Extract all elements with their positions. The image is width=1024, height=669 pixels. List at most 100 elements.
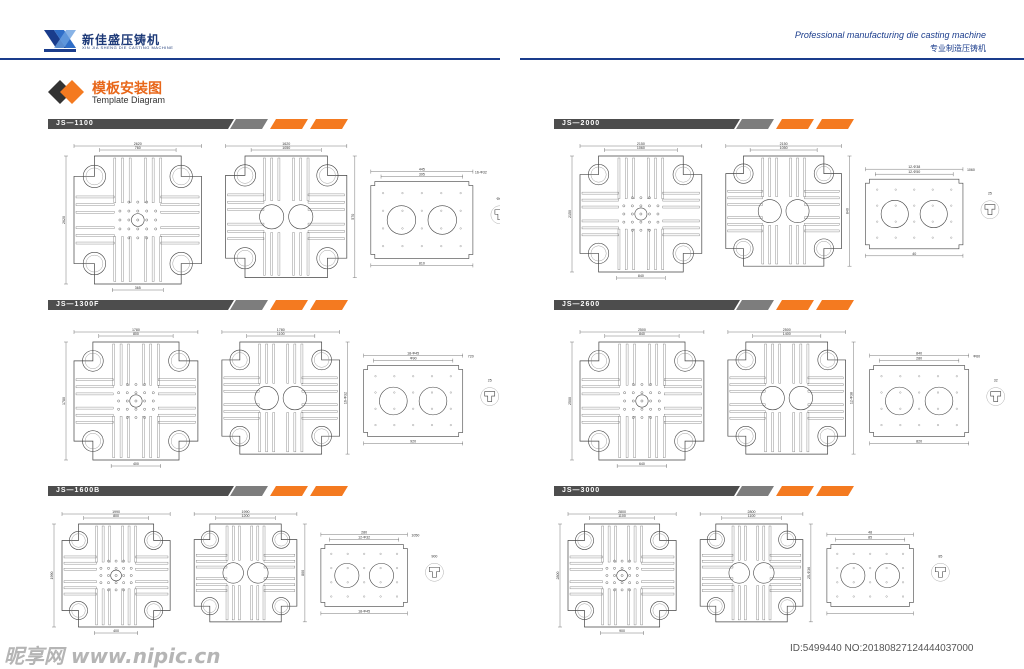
t-slot	[648, 416, 651, 458]
ejector-hole	[143, 407, 146, 411]
ejector-hole	[640, 391, 644, 395]
ejector-hole	[114, 559, 118, 563]
ejector-hole	[648, 228, 651, 232]
ejector-plate	[865, 178, 964, 250]
ejector-hole	[760, 385, 785, 411]
tie-bar-hole	[200, 530, 219, 549]
technical-drawing-svg: 2150106021508402150105084012-Φ3812-Φ5040…	[568, 142, 1000, 280]
ejector-hole	[620, 559, 624, 563]
tie-bar-hole	[813, 238, 834, 259]
t-slot	[158, 378, 196, 381]
t-slot	[301, 383, 338, 386]
tie-bar-hole	[168, 430, 190, 452]
hole-spec-label: Φ60	[973, 355, 980, 359]
t-slot	[663, 343, 666, 386]
t-slot	[301, 376, 338, 380]
ejector-hole	[639, 196, 643, 200]
tie-bar-hole	[588, 242, 610, 264]
hole-spec-label: 1050	[411, 534, 419, 538]
page-header: 新佳盛压铸机 XIN JIA SHENG DIE CASTING MACHINE…	[0, 0, 1024, 60]
ejector-hole	[134, 416, 138, 419]
ejector-hole	[114, 588, 118, 592]
t-slot	[581, 233, 619, 237]
t-slot	[775, 157, 778, 197]
t-slot	[647, 228, 650, 270]
tie-bar-hole	[813, 163, 834, 184]
t-slot	[223, 403, 260, 406]
hole-spec-label: 16-Φ32	[475, 171, 487, 175]
t-slot	[581, 413, 620, 417]
ejector-hole	[117, 391, 120, 395]
fixed-platen	[699, 523, 804, 623]
watermark-right: ID:5499440 NO:20180827124444037000	[790, 643, 974, 654]
tie-bar-hole	[316, 164, 339, 187]
model-label: JS—2000	[562, 120, 601, 127]
hole-spec-label: 1060	[967, 168, 975, 172]
t-slot	[804, 196, 840, 200]
tie-bar-hole	[82, 430, 104, 452]
dimension-label: 12-Φ38	[850, 392, 854, 404]
dimension-label: 25	[988, 192, 992, 196]
t-slot	[75, 392, 114, 396]
tie-bar-hole	[82, 252, 106, 276]
ejector-hole	[785, 199, 810, 223]
ejector-hole	[107, 574, 110, 577]
t-slot	[300, 343, 304, 384]
t-slot	[804, 223, 840, 226]
t-slot	[307, 237, 345, 240]
t-slot	[263, 565, 296, 569]
t-slot	[158, 413, 196, 417]
page-title-cn: 模板安装图	[92, 81, 162, 97]
t-slot	[792, 343, 795, 384]
ejector-hole	[657, 407, 661, 411]
t-slot	[113, 157, 117, 203]
ejector-hole	[620, 566, 624, 570]
t-slot	[633, 525, 637, 563]
t-slot	[627, 588, 630, 626]
t-slot	[641, 568, 675, 571]
t-slot	[618, 416, 621, 458]
t-slot	[769, 589, 802, 592]
dimension-label: 2620	[62, 216, 66, 224]
t-slot	[804, 216, 840, 219]
ejector-hole	[622, 212, 626, 216]
t-slot	[625, 157, 628, 199]
ejector-hole	[657, 391, 661, 395]
dimension-label: 1990	[242, 510, 250, 514]
ejector-hole	[136, 200, 140, 204]
dimension-label: Φ60	[496, 197, 500, 201]
t-slot	[662, 219, 700, 223]
t-slot	[272, 343, 275, 384]
dimension-label: 640	[639, 462, 645, 466]
ejector-hole	[247, 562, 269, 584]
t-slot	[761, 157, 765, 197]
ejector-hole	[99, 581, 103, 585]
dimension-label: 800	[301, 570, 305, 576]
t-slot	[617, 228, 621, 270]
section-header-js2600: JS—2600	[554, 300, 854, 310]
ejector-hole	[118, 227, 122, 231]
dimension-label: 900	[619, 629, 625, 633]
nozzle-hole	[616, 569, 628, 582]
moving-platen	[567, 523, 677, 628]
t-slot	[112, 343, 115, 386]
ejector-hole	[656, 220, 660, 224]
ejector-hole	[631, 399, 635, 403]
ejector-hole	[623, 407, 626, 411]
dimension-label: 820	[916, 439, 922, 443]
tie-bar-hole	[168, 350, 190, 372]
tie-bar-hole	[735, 349, 757, 371]
dimension-label: 1100	[618, 514, 626, 518]
t-slot-detail	[490, 205, 510, 224]
t-slot	[701, 583, 734, 586]
t-slot	[63, 568, 97, 571]
ejector-hole	[145, 236, 149, 240]
dimension-label: 16-Φ32	[344, 392, 348, 404]
t-slot	[75, 413, 114, 417]
t-slot	[789, 157, 792, 197]
ejector-hole	[640, 399, 644, 403]
ejector-hole	[118, 218, 122, 222]
t-slot	[238, 585, 241, 621]
